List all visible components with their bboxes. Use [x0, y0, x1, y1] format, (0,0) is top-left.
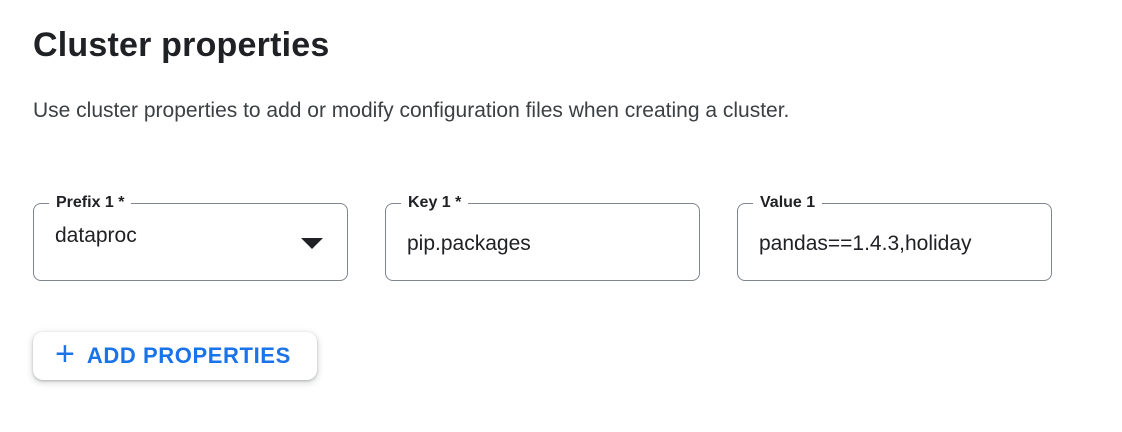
property-fields-row: Prefix 1 * dataproc Key 1 * Value 1: [33, 193, 1052, 281]
page-title: Cluster properties: [33, 26, 330, 64]
page-description: Use cluster properties to add or modify …: [33, 99, 790, 122]
value-field: Value 1: [737, 193, 1052, 281]
prefix-label: Prefix 1 *: [49, 193, 132, 213]
value-input[interactable]: [738, 204, 1051, 280]
dropdown-arrow-icon[interactable]: [301, 238, 323, 249]
key-input[interactable]: [386, 204, 699, 280]
key-field: Key 1 *: [385, 193, 700, 281]
plus-icon: +: [55, 335, 75, 373]
prefix-value: dataproc: [55, 224, 137, 247]
add-properties-label: ADD PROPERTIES: [86, 343, 291, 368]
add-properties-button[interactable]: + ADD PROPERTIES: [33, 332, 317, 380]
prefix-select[interactable]: Prefix 1 * dataproc: [33, 193, 348, 281]
